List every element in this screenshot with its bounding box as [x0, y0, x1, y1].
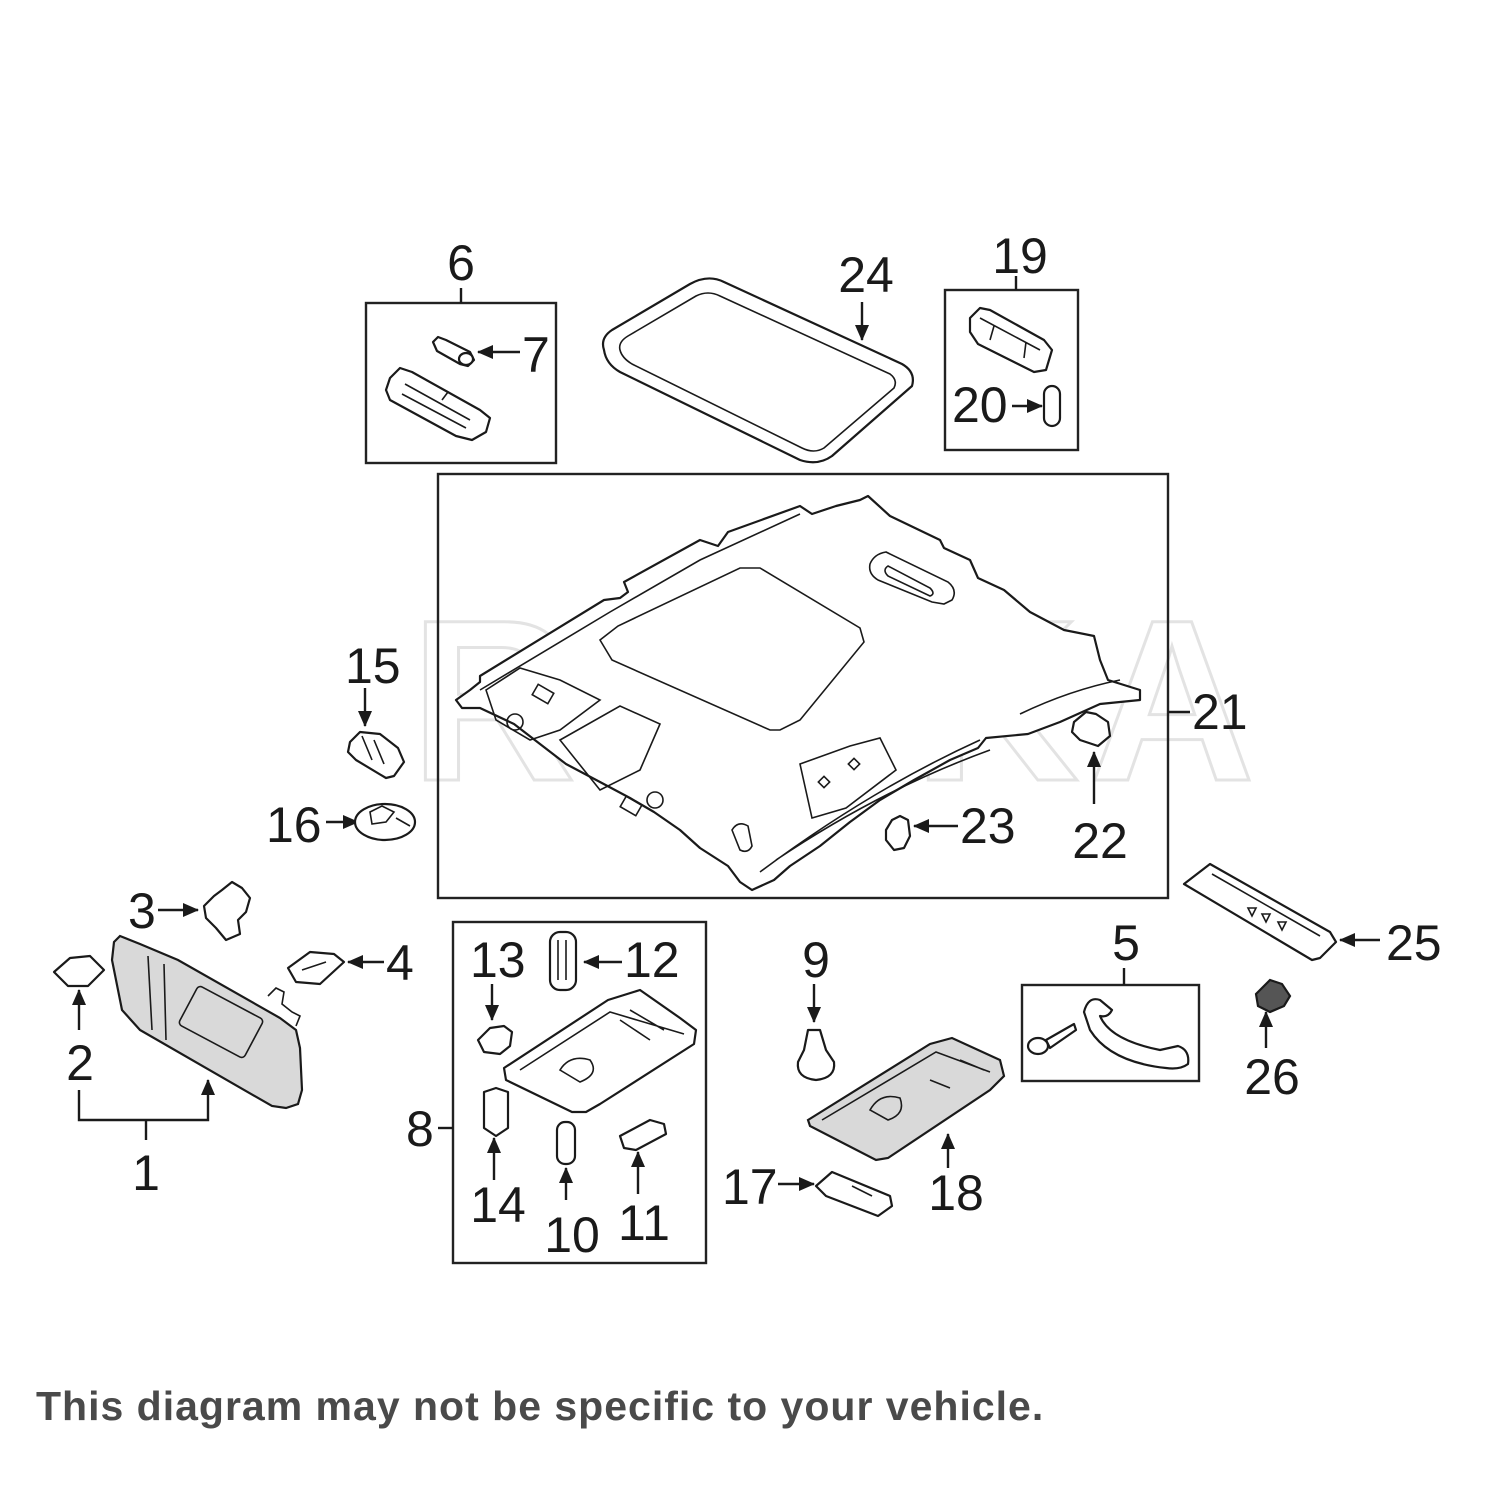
part-26-clip[interactable]: [1254, 978, 1292, 1014]
callout-17[interactable]: 17: [722, 1159, 778, 1215]
group-box-6: 6 7: [364, 235, 558, 465]
callout-10[interactable]: 10: [544, 1207, 600, 1263]
group-box-19: 19 20: [943, 228, 1080, 452]
part-11-bulb[interactable]: [618, 1118, 668, 1152]
callout-14[interactable]: 14: [470, 1177, 526, 1233]
callout-9[interactable]: 9: [802, 932, 830, 988]
part-25-trim-strip[interactable]: [1182, 862, 1338, 962]
part-21-headliner[interactable]: [454, 494, 1142, 892]
part-24-sunroof-seal[interactable]: [601, 277, 914, 464]
part-20-bulb[interactable]: [1042, 384, 1062, 428]
group-box-8-frame: [451, 920, 708, 1265]
callout-18[interactable]: 18: [928, 1165, 984, 1221]
part-18-console[interactable]: [806, 1036, 1006, 1162]
callout-6[interactable]: 6: [447, 235, 475, 291]
callout-16[interactable]: 16: [266, 797, 322, 853]
group-box-19-frame: [943, 288, 1080, 452]
part-22-clip[interactable]: [1070, 710, 1112, 748]
part-5-screw[interactable]: [1026, 1022, 1078, 1056]
part-2-visor-cap[interactable]: [52, 954, 106, 988]
callout-24[interactable]: 24: [838, 247, 894, 303]
callout-7[interactable]: 7: [522, 327, 550, 383]
callout-15[interactable]: 15: [345, 638, 401, 694]
part-19-lamp[interactable]: [968, 306, 1054, 374]
callout-3[interactable]: 3: [128, 883, 156, 939]
callout-13[interactable]: 13: [470, 932, 526, 988]
callout-1[interactable]: 1: [132, 1145, 160, 1201]
callout-23[interactable]: 23: [960, 798, 1016, 854]
part-14-lens[interactable]: [482, 1086, 510, 1138]
part-17-lens[interactable]: [814, 1170, 894, 1218]
part-23-clip[interactable]: [884, 814, 912, 852]
group-box-8: 8 13 12 14 10 11: [406, 920, 708, 1265]
callout-21[interactable]: 21: [1192, 684, 1248, 740]
callout-11[interactable]: 11: [618, 1195, 670, 1251]
disclaimer-text: This diagram may not be specific to your…: [36, 1383, 1045, 1429]
callout-4[interactable]: 4: [386, 935, 414, 991]
part-12-bulb[interactable]: [548, 930, 578, 992]
part-5-grab-handle[interactable]: [1082, 998, 1190, 1070]
leader-1-bracket: [77, 1079, 215, 1122]
group-box-5: 5: [1020, 915, 1201, 1083]
group-box-21-frame: [436, 472, 1170, 900]
group-box-21: 21 22: [436, 472, 1248, 900]
callout-20[interactable]: 20: [952, 377, 1008, 433]
callout-2[interactable]: 2: [66, 1035, 94, 1091]
callout-8[interactable]: 8: [406, 1101, 434, 1157]
part-8-dome-lamp[interactable]: [502, 988, 698, 1114]
callout-22[interactable]: 22: [1072, 813, 1128, 869]
callout-25[interactable]: 25: [1386, 915, 1442, 971]
part-13-bracket[interactable]: [476, 1024, 514, 1056]
callout-19[interactable]: 19: [992, 228, 1048, 284]
part-16-sensor[interactable]: [353, 802, 417, 842]
callout-26[interactable]: 26: [1244, 1049, 1300, 1105]
part-6-lamp-housing[interactable]: [384, 366, 492, 442]
group-box-5-frame: [1020, 983, 1201, 1083]
part-3-visor-clip[interactable]: [202, 880, 252, 942]
part-1-sun-visor[interactable]: [110, 934, 304, 1110]
callout-12[interactable]: 12: [624, 932, 680, 988]
part-9-clip[interactable]: [796, 1028, 836, 1082]
part-4-visor-holder[interactable]: [286, 950, 346, 986]
callout-5[interactable]: 5: [1112, 915, 1140, 971]
part-15-switch[interactable]: [346, 730, 406, 780]
part-7-bulb[interactable]: [431, 335, 476, 368]
part-10-bulb[interactable]: [555, 1120, 577, 1166]
